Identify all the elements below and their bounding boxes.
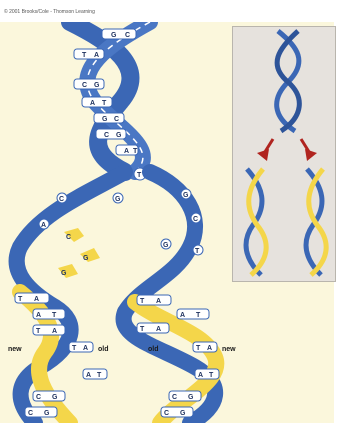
base-letter: G [102, 116, 108, 123]
base-letter: G [111, 32, 117, 39]
base-letter: G [116, 132, 122, 139]
base-letter: G [163, 242, 169, 249]
base-letter: C [28, 410, 33, 417]
base-letter: G [61, 270, 67, 277]
base-letter: G [183, 192, 189, 199]
inset-left-daughter-helix [246, 169, 266, 275]
base-letter: T [196, 312, 201, 319]
base-letter: G [115, 196, 121, 203]
base-letter: A [36, 312, 41, 319]
base-letter: A [86, 372, 91, 379]
base-letter: T [36, 328, 41, 335]
overview-inset [232, 26, 336, 282]
base-letter: T [133, 148, 138, 155]
base-letter: T [82, 52, 87, 59]
base-letter: A [41, 222, 46, 229]
base-letter: A [180, 312, 185, 319]
base-letter: A [83, 345, 88, 352]
base-letter: G [52, 394, 58, 401]
base-letter: G [44, 410, 50, 417]
label-left-new: new [8, 346, 22, 353]
base-letter: G [180, 410, 186, 417]
copyright-text: © 2001 Brooks/Cole - Thomson Learning [4, 9, 95, 15]
base-letter: T [18, 296, 23, 303]
base-letter: T [140, 326, 145, 333]
base-letter: T [196, 345, 201, 352]
base-letter: G [94, 82, 100, 89]
base-letter: T [209, 372, 214, 379]
base-letter: A [124, 148, 129, 155]
label-left-old: old [98, 346, 109, 353]
base-letter: T [137, 172, 142, 179]
base-letter: C [114, 116, 119, 123]
base-letter: C [104, 132, 109, 139]
base-letter: G [188, 394, 194, 401]
main-replication-panel: G C T A C G A T [0, 22, 334, 423]
label-right-old: old [148, 346, 159, 353]
base-letter: C [59, 196, 64, 203]
base-letter: A [52, 328, 57, 335]
base-letter: T [97, 372, 102, 379]
base-letter: A [156, 298, 161, 305]
base-letter: C [66, 234, 71, 241]
base-letter: C [82, 82, 87, 89]
inset-arrows [257, 139, 317, 161]
free-nucleotides: C G G [58, 228, 100, 278]
base-letter: T [72, 345, 77, 352]
base-letter: T [102, 100, 107, 107]
base-letter: A [156, 326, 161, 333]
base-letter: C [172, 394, 177, 401]
base-letter: C [193, 216, 198, 223]
base-letter: C [164, 410, 169, 417]
inset-parent-helix [277, 31, 300, 131]
base-letter: A [34, 296, 39, 303]
base-letter: A [198, 372, 203, 379]
base-letter: G [83, 255, 89, 262]
base-letter: C [36, 394, 41, 401]
base-letter: A [90, 100, 95, 107]
base-letter: T [140, 298, 145, 305]
base-letter: C [125, 32, 130, 39]
base-letter: A [94, 52, 99, 59]
base-letter: T [195, 248, 200, 255]
overview-diagram [233, 27, 335, 281]
base-letter: T [52, 312, 57, 319]
label-right-new: new [222, 346, 236, 353]
inset-right-daughter-helix [306, 169, 326, 275]
base-letter: A [207, 345, 212, 352]
